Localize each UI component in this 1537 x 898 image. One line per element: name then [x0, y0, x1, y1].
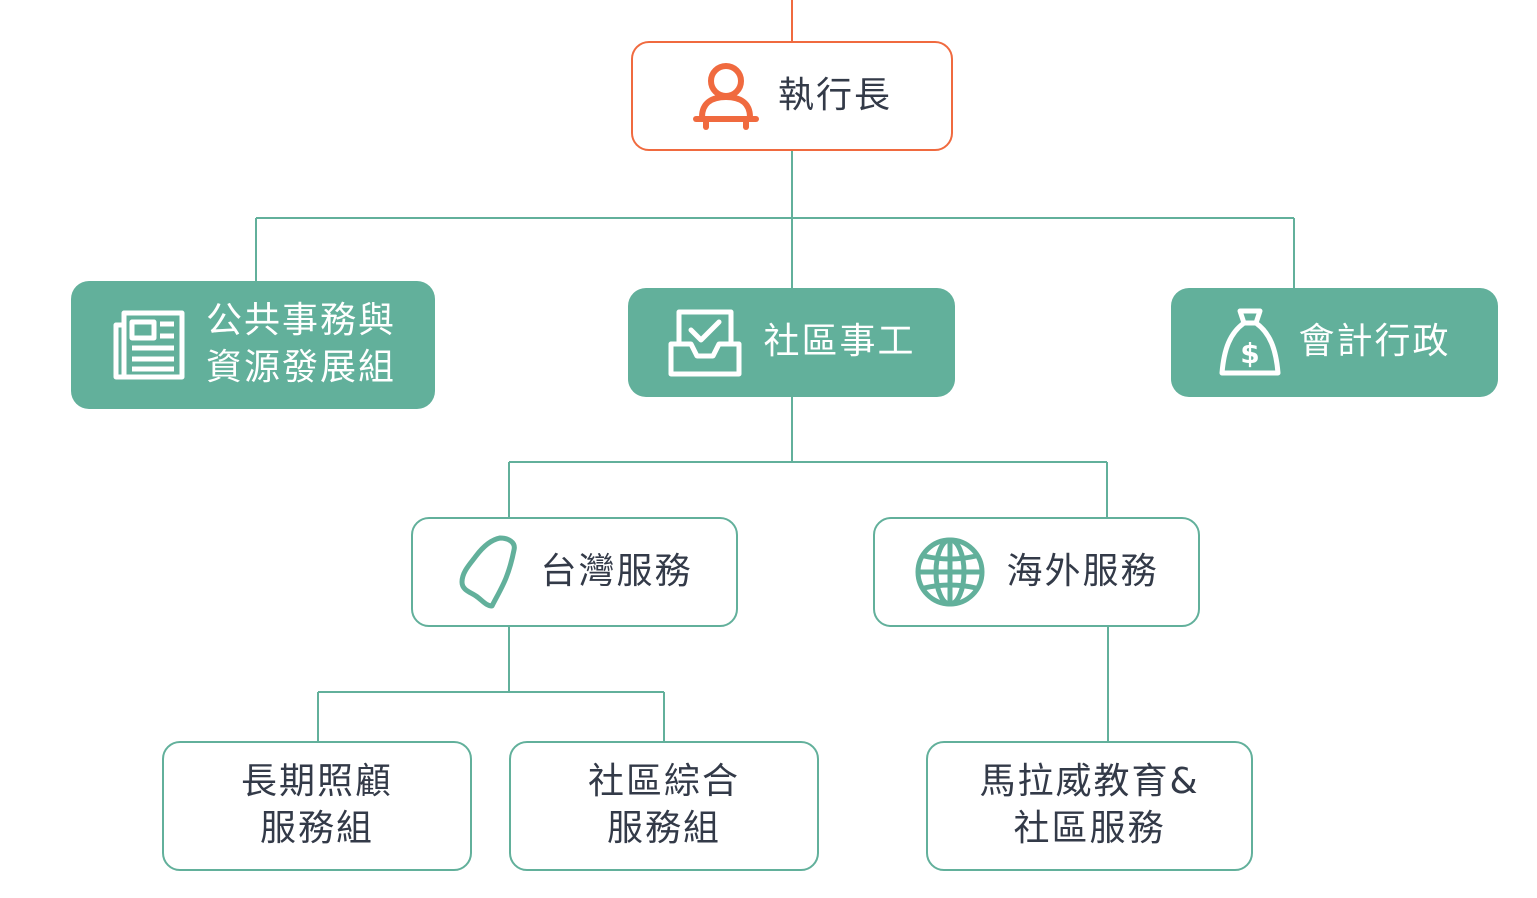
public-affairs-label-line1: 公共事務與 — [205, 300, 396, 342]
long-term-care-label-line1: 長期照顧 — [240, 761, 393, 803]
ceo-label: 執行長 — [777, 74, 892, 116]
social-work-label: 社區事工 — [763, 321, 916, 363]
malawi-service-node: 馬拉威教育& 社區服務 — [926, 741, 1253, 871]
malawi-service-label-line1: 馬拉威教育& — [979, 761, 1200, 803]
person-icon — [692, 63, 759, 130]
social-work-node: 社區事工 — [628, 288, 955, 397]
public-affairs-label-line2: 資源發展組 — [205, 347, 396, 388]
money-bag-icon: $ — [1219, 308, 1281, 375]
ceo-node: 執行長 — [631, 41, 953, 151]
accounting-label: 會計行政 — [1298, 321, 1451, 363]
overseas-service-node: 海外服務 — [873, 517, 1200, 627]
long-term-care-node: 長期照顧 服務組 — [162, 741, 472, 871]
community-service-node: 社區綜合 服務組 — [509, 741, 819, 871]
community-service-label-line2: 服務組 — [606, 808, 721, 849]
accounting-node: $ 會計行政 — [1171, 288, 1498, 397]
globe-icon — [915, 537, 985, 607]
taiwan-service-node: 台灣服務 — [411, 517, 738, 627]
taiwan-map-icon — [459, 535, 518, 609]
inbox-check-icon — [668, 309, 742, 376]
newspaper-icon — [113, 310, 185, 380]
malawi-service-label-line2: 社區服務 — [1013, 808, 1166, 849]
taiwan-service-label: 台灣服務 — [540, 550, 693, 592]
community-service-label-line1: 社區綜合 — [587, 761, 740, 803]
long-term-care-label-line2: 服務組 — [259, 808, 374, 849]
public-affairs-node: 公共事務與 資源發展組 — [71, 281, 435, 409]
overseas-service-label: 海外服務 — [1006, 550, 1159, 592]
svg-text:$: $ — [1241, 337, 1260, 370]
